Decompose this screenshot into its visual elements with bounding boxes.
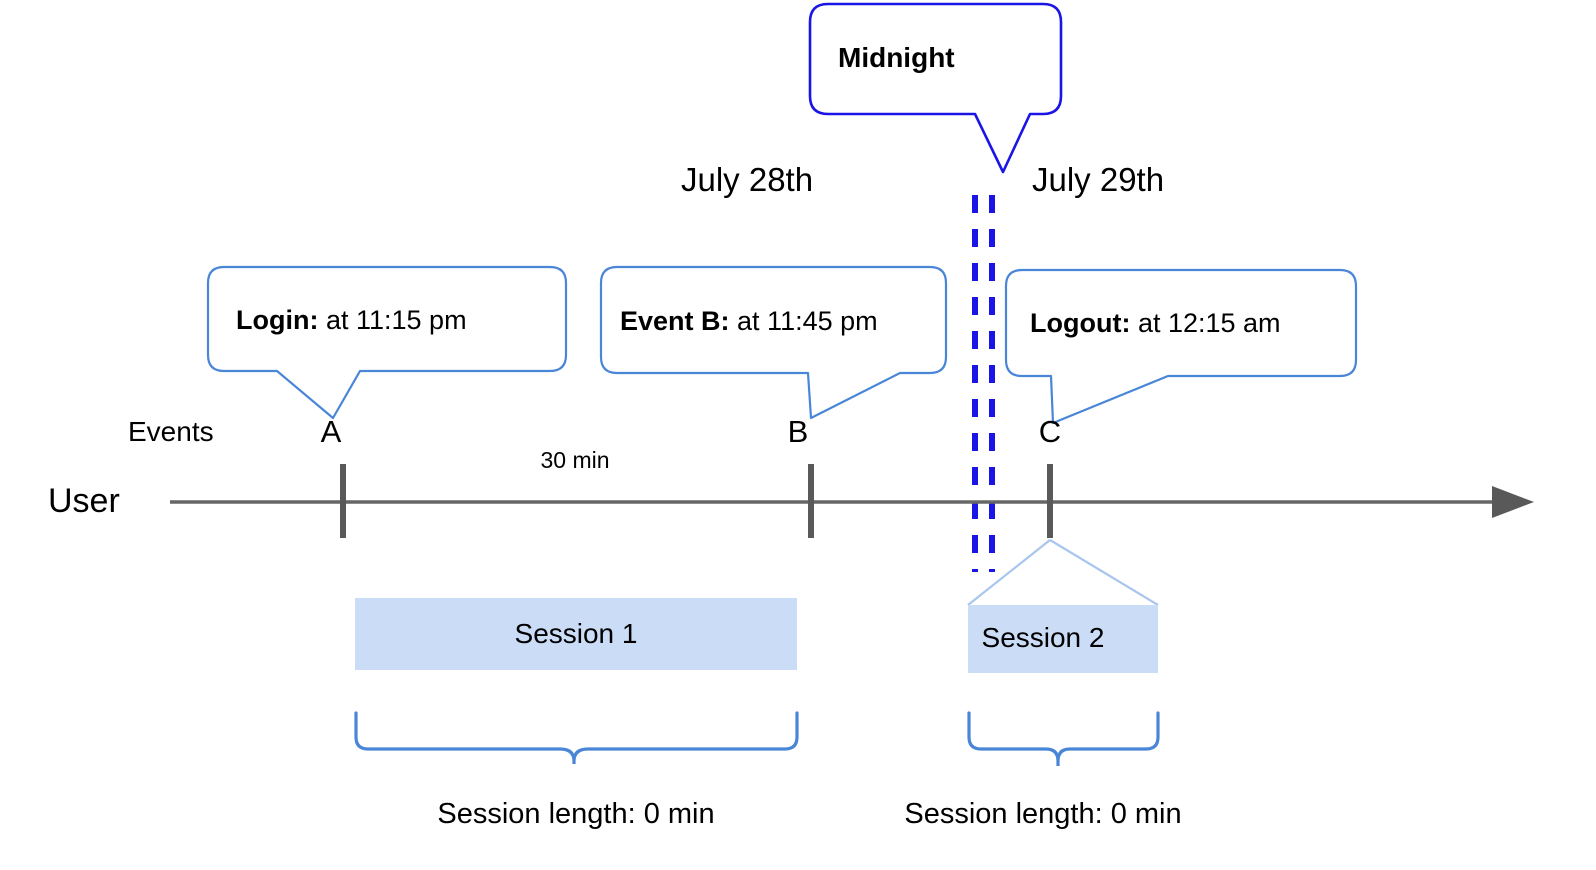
session-2-connector-right xyxy=(1049,539,1159,606)
session-2-connector-left xyxy=(967,539,1051,606)
midnight-callout-label: Midnight xyxy=(838,42,955,73)
login-callout-bold: Login: xyxy=(236,305,319,335)
events-lane-label: Events xyxy=(128,416,214,447)
session-1-brace xyxy=(354,711,799,764)
event-b-callout-bold: Event B: xyxy=(620,306,730,336)
login-callout-shape xyxy=(206,265,568,420)
user-lane-label: User xyxy=(48,482,120,520)
timeline-arrowhead xyxy=(1492,486,1534,518)
point-label-b: B xyxy=(787,414,809,449)
timeline-axis xyxy=(170,486,1534,518)
date-label-july-29: July 29th xyxy=(1032,161,1165,198)
point-label-a: A xyxy=(320,414,342,449)
session-1-label: Session 1 xyxy=(514,618,638,649)
session-2-label: Session 2 xyxy=(981,622,1105,653)
date-label-july-28: July 28th xyxy=(681,161,814,198)
logout-callout-bold: Logout: xyxy=(1030,308,1131,338)
midnight-divider-lines xyxy=(972,195,995,572)
point-label-c: C xyxy=(1038,414,1062,449)
event-b-callout-text: Event B: at 11:45 pm xyxy=(620,308,878,335)
logout-callout-shape xyxy=(1004,268,1358,425)
session-2-brace xyxy=(967,711,1160,766)
event-b-callout-shape xyxy=(599,265,948,420)
gap-duration-label: 30 min xyxy=(540,447,610,473)
logout-callout-text: Logout: at 12:15 am xyxy=(1030,310,1281,337)
event-tick-marks xyxy=(340,464,1053,538)
session-2-connector xyxy=(967,539,1159,606)
session-2-length-label: Session length: 0 min xyxy=(904,798,1182,830)
midnight-callout-shape xyxy=(808,2,1063,174)
event-b-callout-rest: at 11:45 pm xyxy=(729,306,878,336)
login-callout-rest: at 11:15 pm xyxy=(318,305,467,335)
login-callout-text: Login: at 11:15 pm xyxy=(236,307,467,334)
session-1-bar xyxy=(355,598,797,670)
session-1-length-label: Session length: 0 min xyxy=(437,798,715,830)
session-2-bar xyxy=(968,605,1158,673)
logout-callout-rest: at 12:15 am xyxy=(1130,308,1281,338)
